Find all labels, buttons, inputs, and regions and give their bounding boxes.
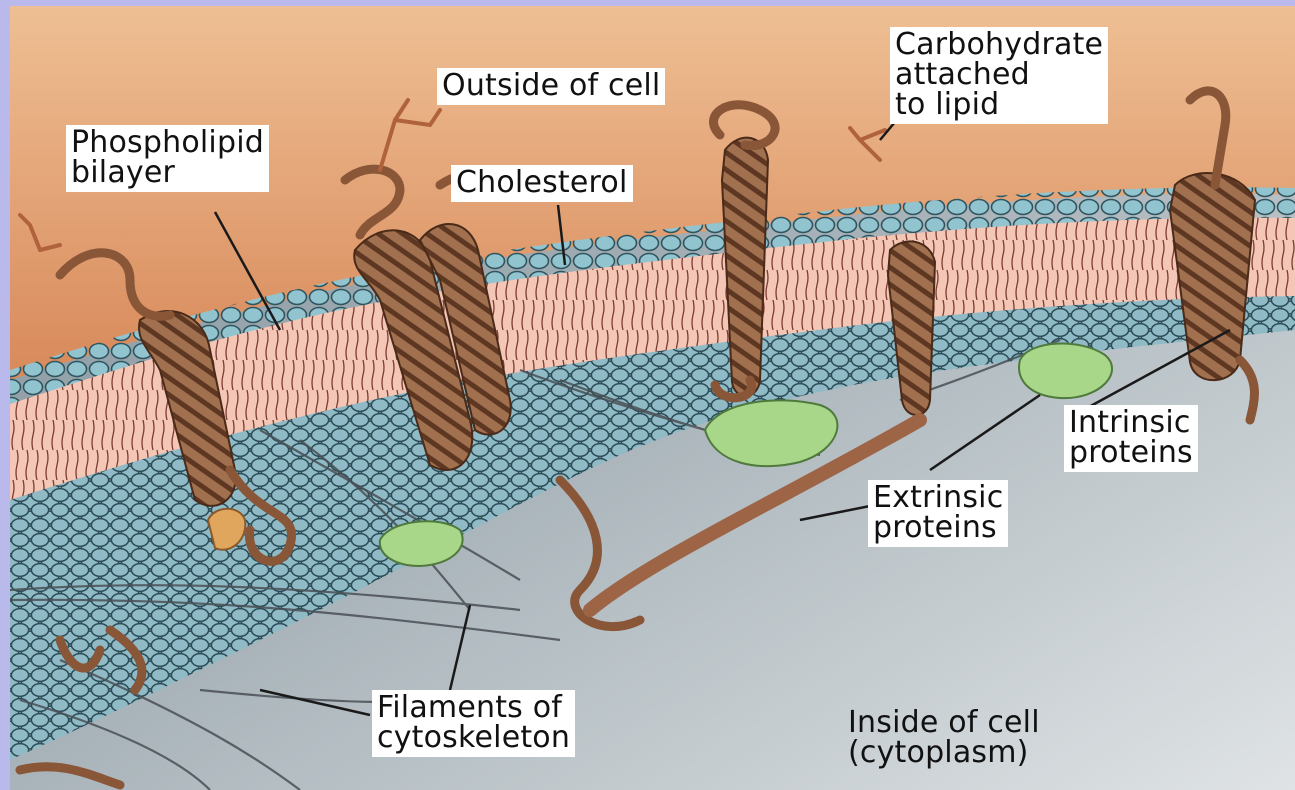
label-extrinsic-proteins: Extrinsic proteins — [868, 480, 1008, 547]
label-filaments-of-cytoskeleton: Filaments of cytoskeleton — [372, 690, 575, 757]
label-phospholipid-bilayer: Phospholipid bilayer — [66, 125, 269, 192]
label-intrinsic-proteins: Intrinsic proteins — [1064, 405, 1198, 472]
label-inside-of-cell: Inside of cell (cytoplasm) — [843, 705, 1045, 772]
label-outside-of-cell: Outside of cell — [437, 68, 665, 105]
label-cholesterol: Cholesterol — [451, 165, 633, 202]
label-carbohydrate-attached-to-lipid: Carbohydrate attached to lipid — [890, 27, 1108, 124]
